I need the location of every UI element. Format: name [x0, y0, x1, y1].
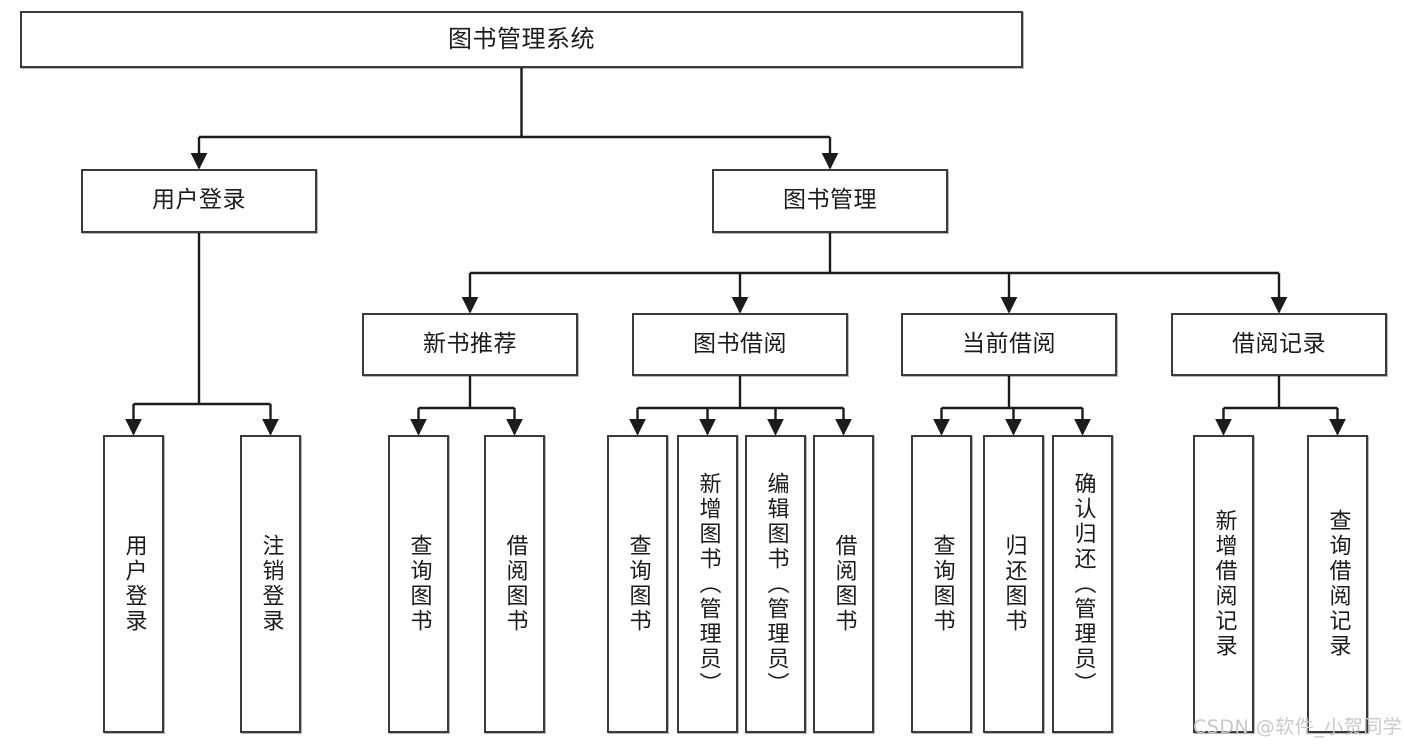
- node-label: 图书管理: [783, 187, 877, 214]
- node-leaf-add-book[interactable]: 新增图书（管理员）: [677, 435, 738, 733]
- node-leaf-confirm-return[interactable]: 确认归还（管理员）: [1052, 435, 1113, 733]
- node-label: 确认归还（管理员）: [1070, 471, 1096, 697]
- node-leaf-add-record[interactable]: 新增借阅记录: [1193, 435, 1254, 733]
- node-label: 编辑图书（管理员）: [763, 471, 789, 697]
- node-leaf-user-login[interactable]: 用户登录: [103, 435, 164, 733]
- node-leaf-query-book-borrow[interactable]: 查询图书: [607, 435, 668, 733]
- node-label: 归还图书: [1001, 534, 1027, 634]
- node-new-book-recommend[interactable]: 新书推荐: [362, 313, 578, 376]
- node-leaf-query-book-rec[interactable]: 查询图书: [388, 435, 449, 733]
- node-label: 注销登录: [258, 534, 284, 634]
- node-book-manage[interactable]: 图书管理: [712, 169, 948, 233]
- node-user-login[interactable]: 用户登录: [81, 169, 317, 233]
- csdn-watermark: CSDN @软件_小贺同学: [1193, 716, 1403, 738]
- node-label: 借阅图书: [831, 534, 857, 634]
- node-label: 新书推荐: [423, 330, 517, 357]
- node-label: 新增借阅记录: [1211, 509, 1237, 659]
- node-label: 图书借阅: [693, 330, 787, 357]
- node-book-borrow[interactable]: 图书借阅: [632, 313, 848, 376]
- node-leaf-query-book-cur[interactable]: 查询图书: [911, 435, 972, 733]
- node-leaf-borrow-book-rec[interactable]: 借阅图书: [484, 435, 545, 733]
- node-leaf-edit-book[interactable]: 编辑图书（管理员）: [745, 435, 806, 733]
- node-root[interactable]: 图书管理系统: [20, 11, 1023, 68]
- node-label: 查询图书: [406, 534, 432, 634]
- node-leaf-return-book[interactable]: 归还图书: [983, 435, 1044, 733]
- node-label: 查询图书: [929, 534, 955, 634]
- node-current-borrow[interactable]: 当前借阅: [901, 313, 1117, 376]
- node-leaf-borrow-book[interactable]: 借阅图书: [813, 435, 874, 733]
- node-label: 查询图书: [625, 534, 651, 634]
- node-leaf-logout[interactable]: 注销登录: [240, 435, 301, 733]
- node-label: 图书管理系统: [448, 25, 595, 54]
- node-label: 用户登录: [152, 187, 246, 214]
- node-leaf-query-record[interactable]: 查询借阅记录: [1307, 435, 1368, 733]
- node-label: 借阅记录: [1232, 330, 1326, 357]
- node-label: 查询借阅记录: [1325, 509, 1351, 659]
- node-borrow-record[interactable]: 借阅记录: [1171, 313, 1387, 376]
- node-label: 当前借阅: [962, 330, 1056, 357]
- node-label: 用户登录: [121, 534, 147, 634]
- node-label: 新增图书（管理员）: [695, 471, 721, 697]
- node-label: 借阅图书: [502, 534, 528, 634]
